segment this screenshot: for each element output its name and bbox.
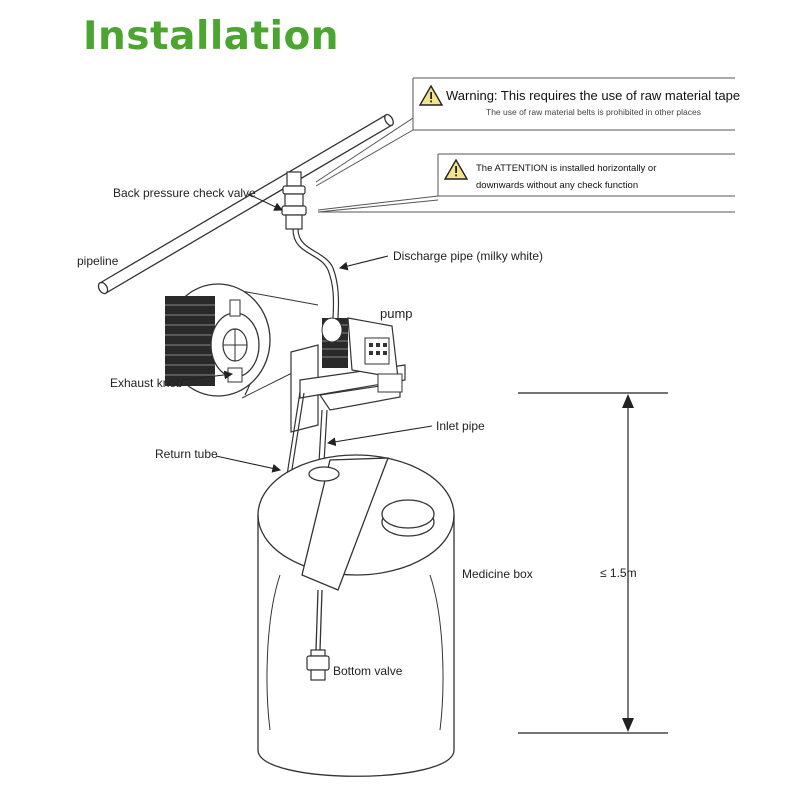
discharge-arrow (338, 255, 389, 271)
return-tube-arrow (215, 455, 282, 473)
warning-subtext: The use of raw material belts is prohibi… (486, 107, 701, 117)
attention-line-2: downwards without any check function (476, 180, 639, 191)
height-dimension (518, 392, 668, 734)
back-pressure-check-valve (281, 171, 307, 230)
attention-callout (317, 153, 735, 213)
back-pressure-valve-label: Back pressure check valve (113, 186, 256, 200)
pipeline (97, 113, 394, 295)
inlet-pipe-arrow (326, 425, 433, 447)
warning-callout (315, 77, 735, 187)
warning-text: Warning: This requires the use of raw ma… (446, 88, 741, 103)
height-label: ≤ 1.5m (600, 566, 637, 580)
exhaust-knob-label: Exhaust knob (110, 376, 183, 390)
bottom-valve (306, 649, 330, 681)
page-title: Installation (83, 14, 340, 59)
warning-triangle-icon (418, 84, 444, 106)
pump-label: pump (380, 306, 413, 321)
attention-line-1: The ATTENTION is installed horizontally … (476, 163, 657, 174)
exhaust-knob-detail (165, 283, 319, 399)
return-tube-label: Return tube (155, 447, 218, 461)
exhaust-knob-arrow (181, 370, 234, 381)
discharge-pipe-label: Discharge pipe (milky white) (393, 249, 544, 263)
medicine-box (257, 454, 455, 777)
inlet-pipe-label: Inlet pipe (436, 419, 485, 433)
pump (290, 317, 406, 433)
warning-triangle-icon (443, 158, 469, 180)
back-pressure-arrow (247, 193, 283, 211)
pipeline-label: pipeline (77, 254, 119, 268)
medicine-box-label: Medicine box (462, 567, 533, 581)
discharge-pipe (292, 228, 335, 319)
bottom-valve-label: Bottom valve (333, 664, 403, 678)
